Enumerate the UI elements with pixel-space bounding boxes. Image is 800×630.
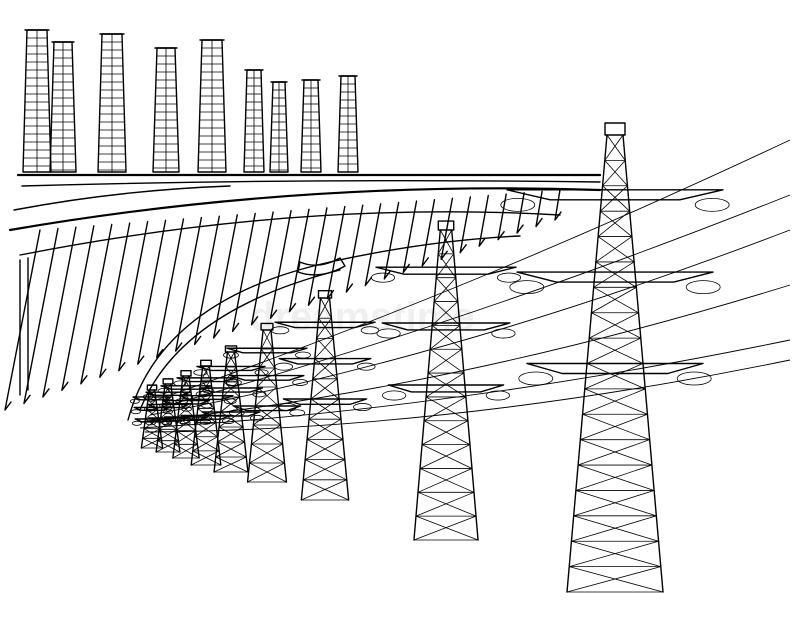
power-tower	[173, 359, 239, 466]
chimney	[197, 39, 227, 173]
power-tower	[142, 378, 194, 453]
power-tower	[223, 322, 311, 483]
power-tower	[270, 289, 380, 501]
chimney	[49, 41, 77, 173]
power-tower	[193, 345, 269, 473]
wire	[149, 194, 791, 411]
chimney	[269, 81, 289, 173]
chimney	[243, 69, 265, 173]
wire	[149, 229, 791, 416]
power-tower	[129, 384, 175, 449]
chimney-group	[22, 29, 359, 173]
chimney	[337, 75, 359, 173]
chimney	[152, 47, 180, 173]
power-tower	[370, 220, 522, 541]
tower-group	[129, 122, 730, 593]
chimney	[97, 33, 127, 173]
wire	[149, 139, 791, 403]
wire	[144, 359, 791, 433]
chimney	[300, 79, 322, 173]
power-tower	[500, 122, 730, 593]
chimney	[22, 29, 52, 173]
